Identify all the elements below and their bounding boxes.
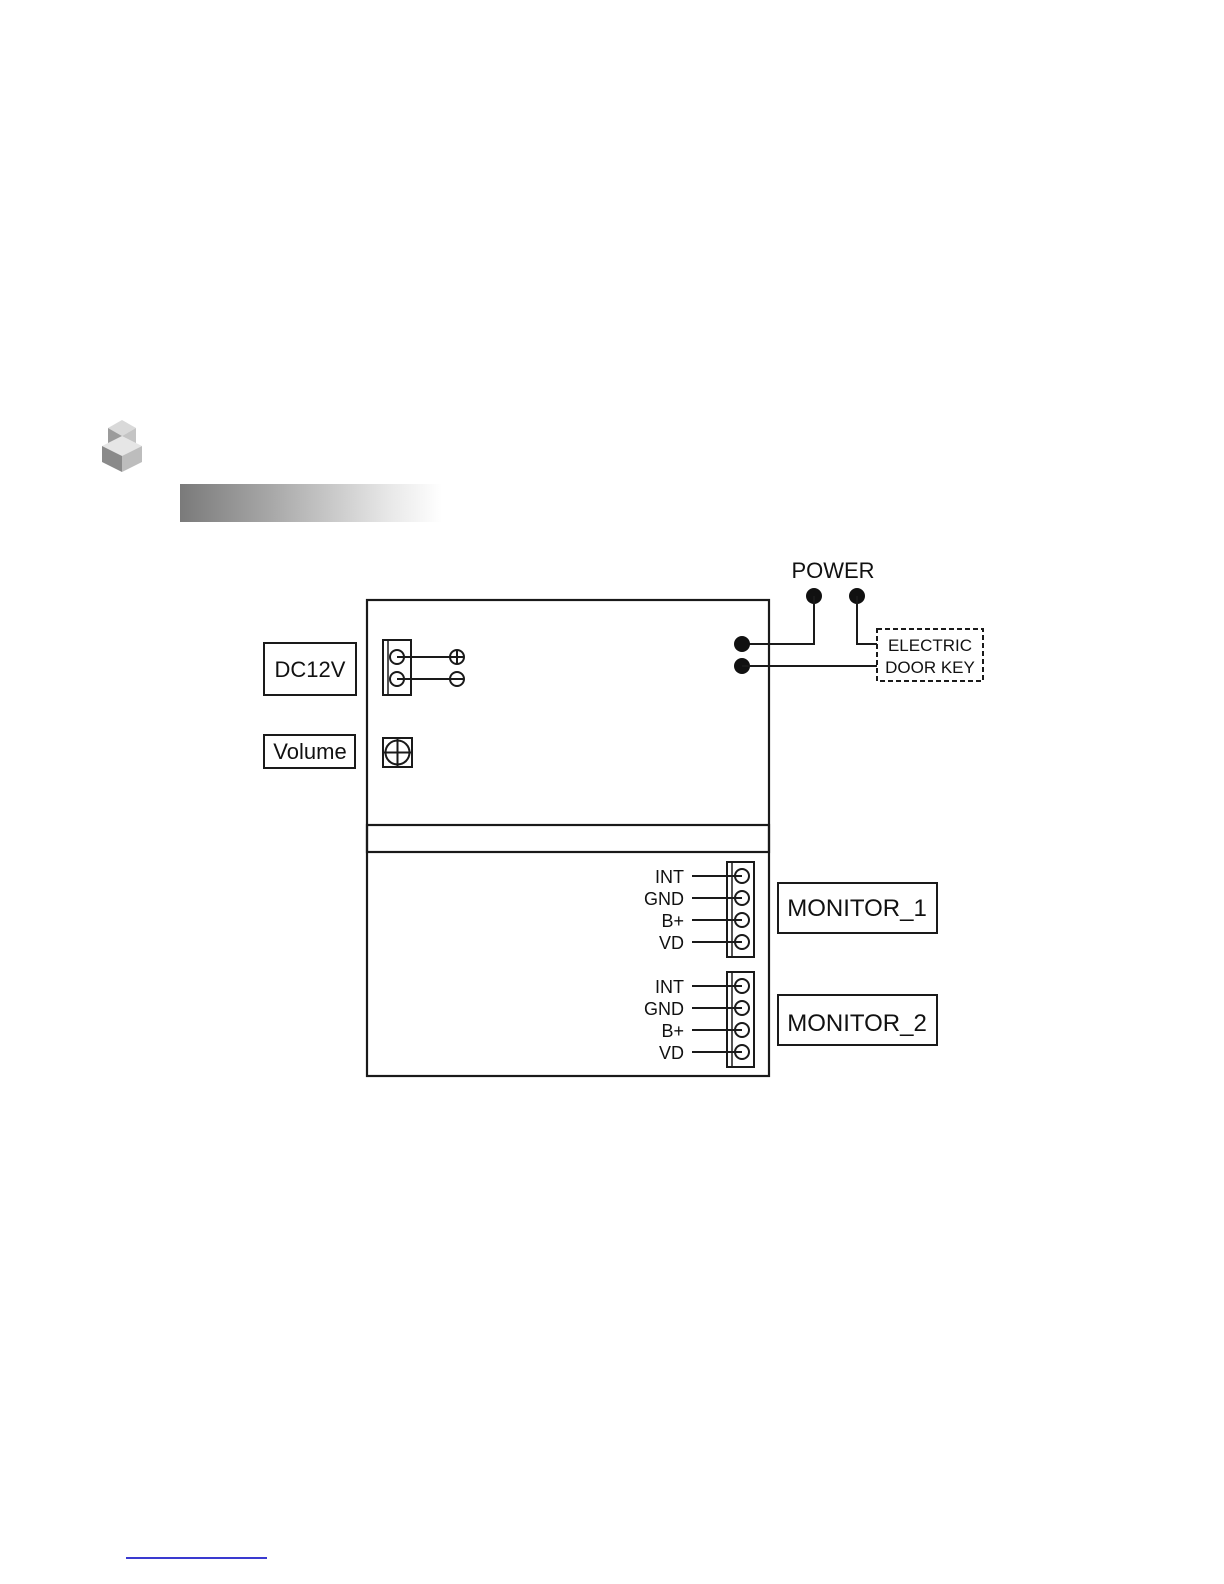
dc12v-label: DC12V: [275, 657, 346, 682]
electric-door-key-line1: ELECTRIC: [888, 636, 972, 655]
monitor-1-pin-gnd: GND: [644, 889, 684, 909]
crosshair-square-icon: [383, 738, 412, 767]
monitor-2-pin-int: INT: [655, 977, 684, 997]
monitor-2-pin-bplus: B+: [661, 1021, 684, 1041]
monitor-1-label: MONITOR_1: [787, 895, 927, 922]
electric-door-key-line2: DOOR KEY: [885, 658, 975, 677]
monitor-1-pin-bplus: B+: [661, 911, 684, 931]
unit-divider-strip: [367, 825, 769, 852]
plus-circle-icon: [450, 650, 464, 664]
power-label: POWER: [791, 558, 874, 583]
monitor-2-pin-vd: VD: [659, 1043, 684, 1063]
footer-link-underline[interactable]: [126, 1557, 267, 1559]
monitor-2-label: MONITOR_2: [787, 1010, 927, 1037]
monitor-1-pin-int: INT: [655, 867, 684, 887]
minus-circle-icon: [450, 672, 464, 686]
volume-label: Volume: [273, 739, 346, 764]
monitor-2-pin-gnd: GND: [644, 999, 684, 1019]
power-connector-1: [734, 636, 750, 652]
unit-housing: [367, 600, 769, 1076]
monitor-1-pin-vd: VD: [659, 933, 684, 953]
